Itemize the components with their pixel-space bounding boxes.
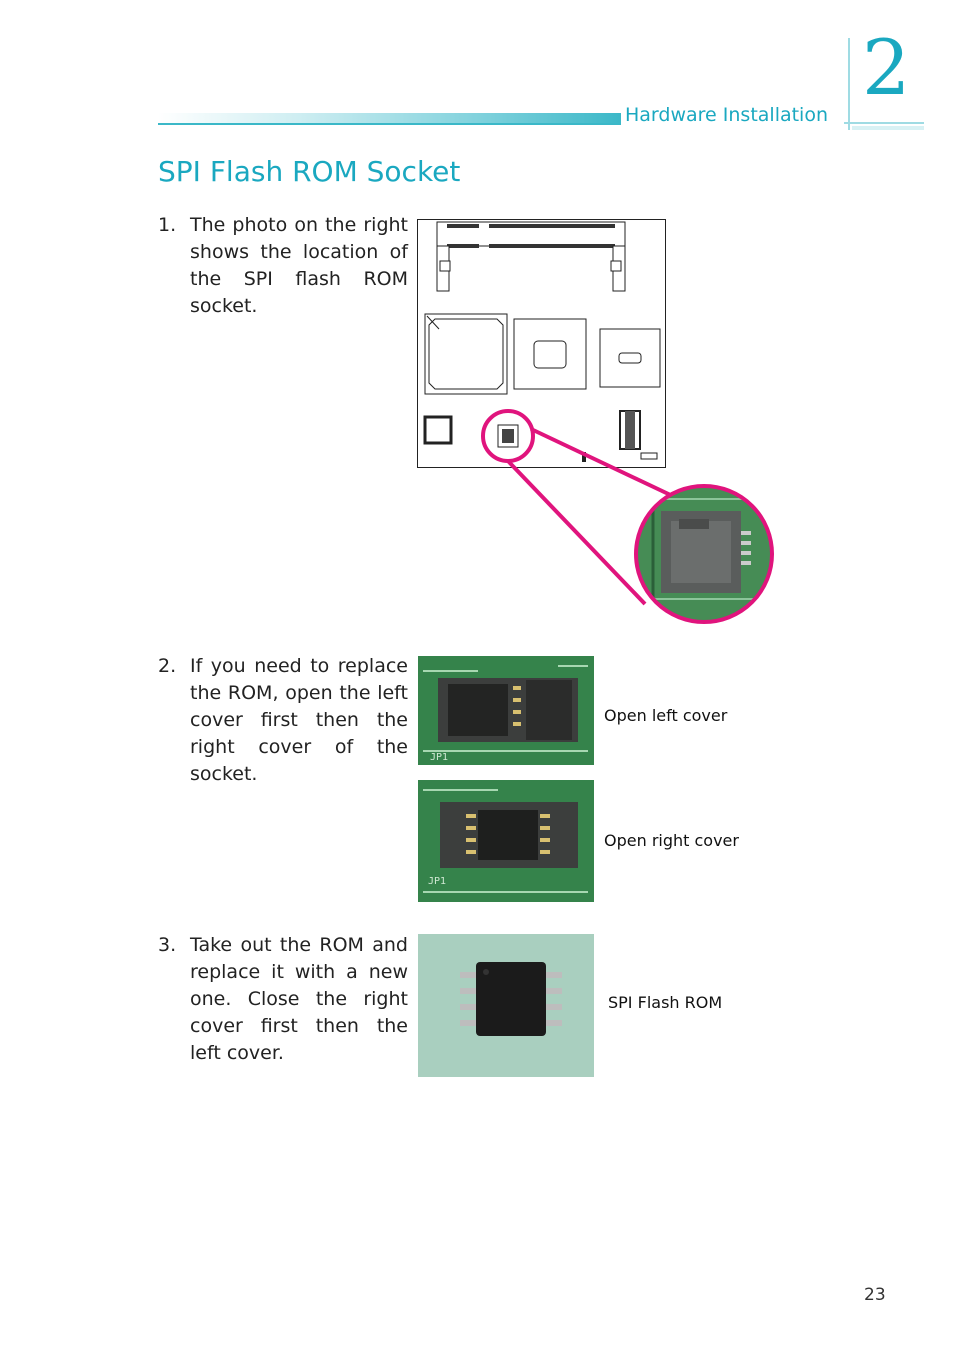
chapter-frame-vertical xyxy=(848,38,850,130)
svg-text:JP1: JP1 xyxy=(430,752,448,763)
photo-open-right-cover: JP1 xyxy=(418,780,594,902)
zoom-line-upper xyxy=(530,427,680,501)
step-2: 2. If you need to replace the ROM, open … xyxy=(158,653,410,785)
jumper-mark xyxy=(582,452,586,462)
chapter-number: 2 xyxy=(862,23,911,112)
chipset-south xyxy=(599,328,661,388)
cpu-chip xyxy=(424,313,508,395)
section-label: Hardware Installation xyxy=(625,104,829,126)
photo-spi-flash-rom xyxy=(418,934,594,1077)
page-title: SPI Flash ROM Socket xyxy=(158,155,461,188)
chapter-frame-shadow xyxy=(852,126,924,130)
step-1: 1. The photo on the right shows the loca… xyxy=(158,212,410,322)
page-number: 23 xyxy=(864,1285,886,1305)
step-3: 3. Take out the ROM and replace it with … xyxy=(158,932,410,1072)
svg-text:JP1: JP1 xyxy=(428,876,446,887)
header-mark xyxy=(640,452,658,460)
step-number: 2. xyxy=(158,655,177,677)
memory-slot xyxy=(436,221,626,292)
caption-open-right-cover: Open right cover xyxy=(604,831,739,850)
caption-spi-flash-rom: SPI Flash ROM xyxy=(608,993,723,1012)
header-rule xyxy=(158,123,621,125)
zoom-highlight-circle xyxy=(634,484,774,624)
step-text: If you need to replace the ROM, open the… xyxy=(190,655,408,785)
board-layout-diagram xyxy=(417,219,774,624)
socket-zoom-photo xyxy=(636,486,772,622)
chapter-frame-horizontal xyxy=(844,122,924,124)
chipset-north xyxy=(513,318,587,390)
header-gradient-bar xyxy=(158,113,621,125)
io-chip xyxy=(423,415,453,445)
step-text: The photo on the right shows the locatio… xyxy=(190,214,408,317)
step-number: 1. xyxy=(158,214,177,236)
photo-open-left-cover: JP1 xyxy=(418,656,594,765)
step-text: Take out the ROM and replace it with a n… xyxy=(190,934,408,1064)
spi-socket xyxy=(497,424,519,448)
step-number: 3. xyxy=(158,934,177,956)
zoom-line-lower xyxy=(506,459,647,606)
right-ic xyxy=(619,410,641,450)
caption-open-left-cover: Open left cover xyxy=(604,706,728,725)
